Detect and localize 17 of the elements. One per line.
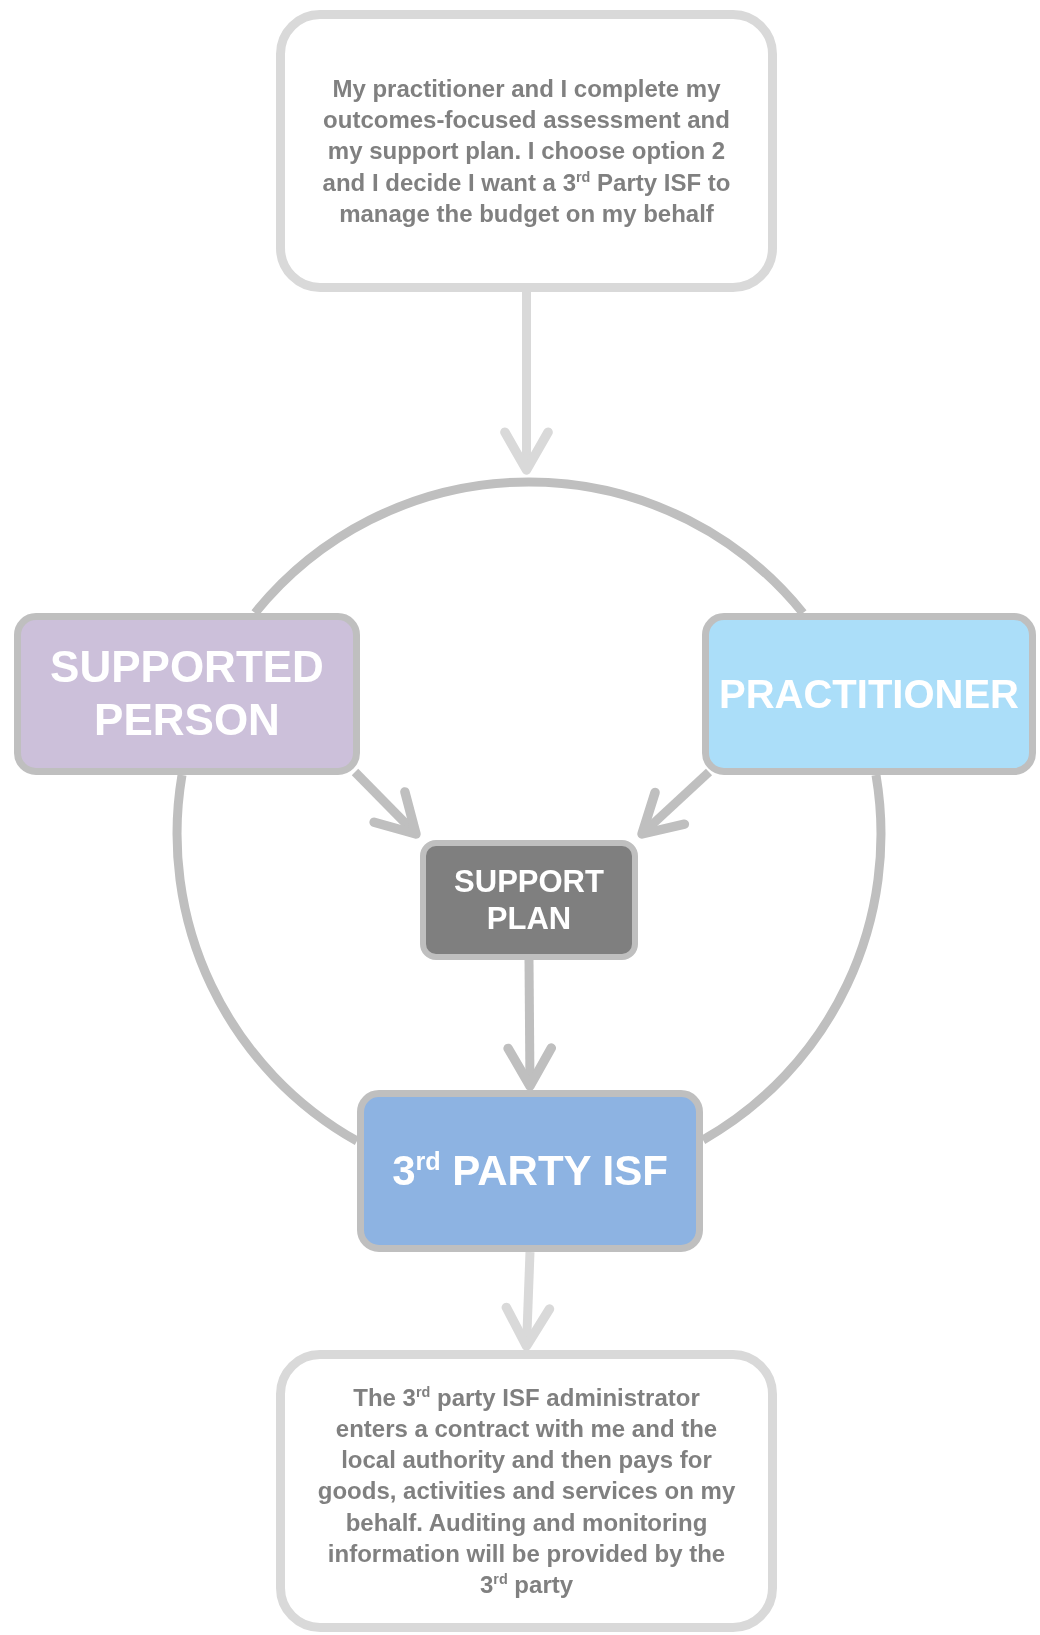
note-box	[276, 10, 777, 292]
box-text: SUPPORTED PERSON	[49, 641, 325, 746]
note-box	[276, 1350, 777, 1632]
role-box	[420, 840, 638, 960]
role-box	[357, 1090, 703, 1252]
box-text: 3$^{rd}$ PARTY ISF	[392, 1145, 668, 1196]
arrow	[501, 1251, 555, 1351]
box-text: The 3$^{rd}$ party ISF administrator enters a contract with me and the local authority and then pays for goods, activities and services on my behalf. Auditing and monitoring information will be provided by the 3$^{rd}$ party	[317, 1382, 736, 1600]
role-box	[14, 613, 360, 775]
role-box	[702, 613, 1036, 775]
arrow	[351, 768, 421, 839]
box-text: SUPPORT PLAN	[453, 862, 605, 938]
arrow	[503, 959, 556, 1091]
arrow	[637, 768, 713, 839]
box-text: My practitioner and I complete my outcomes-focused assessment and my support plan. I choose option 2 and I decide I want a 3$^{rd}$ Party ISF to manage the budget on my behalf	[321, 74, 732, 229]
arrow	[500, 292, 553, 475]
box-text: PRACTITIONER	[719, 671, 1019, 718]
